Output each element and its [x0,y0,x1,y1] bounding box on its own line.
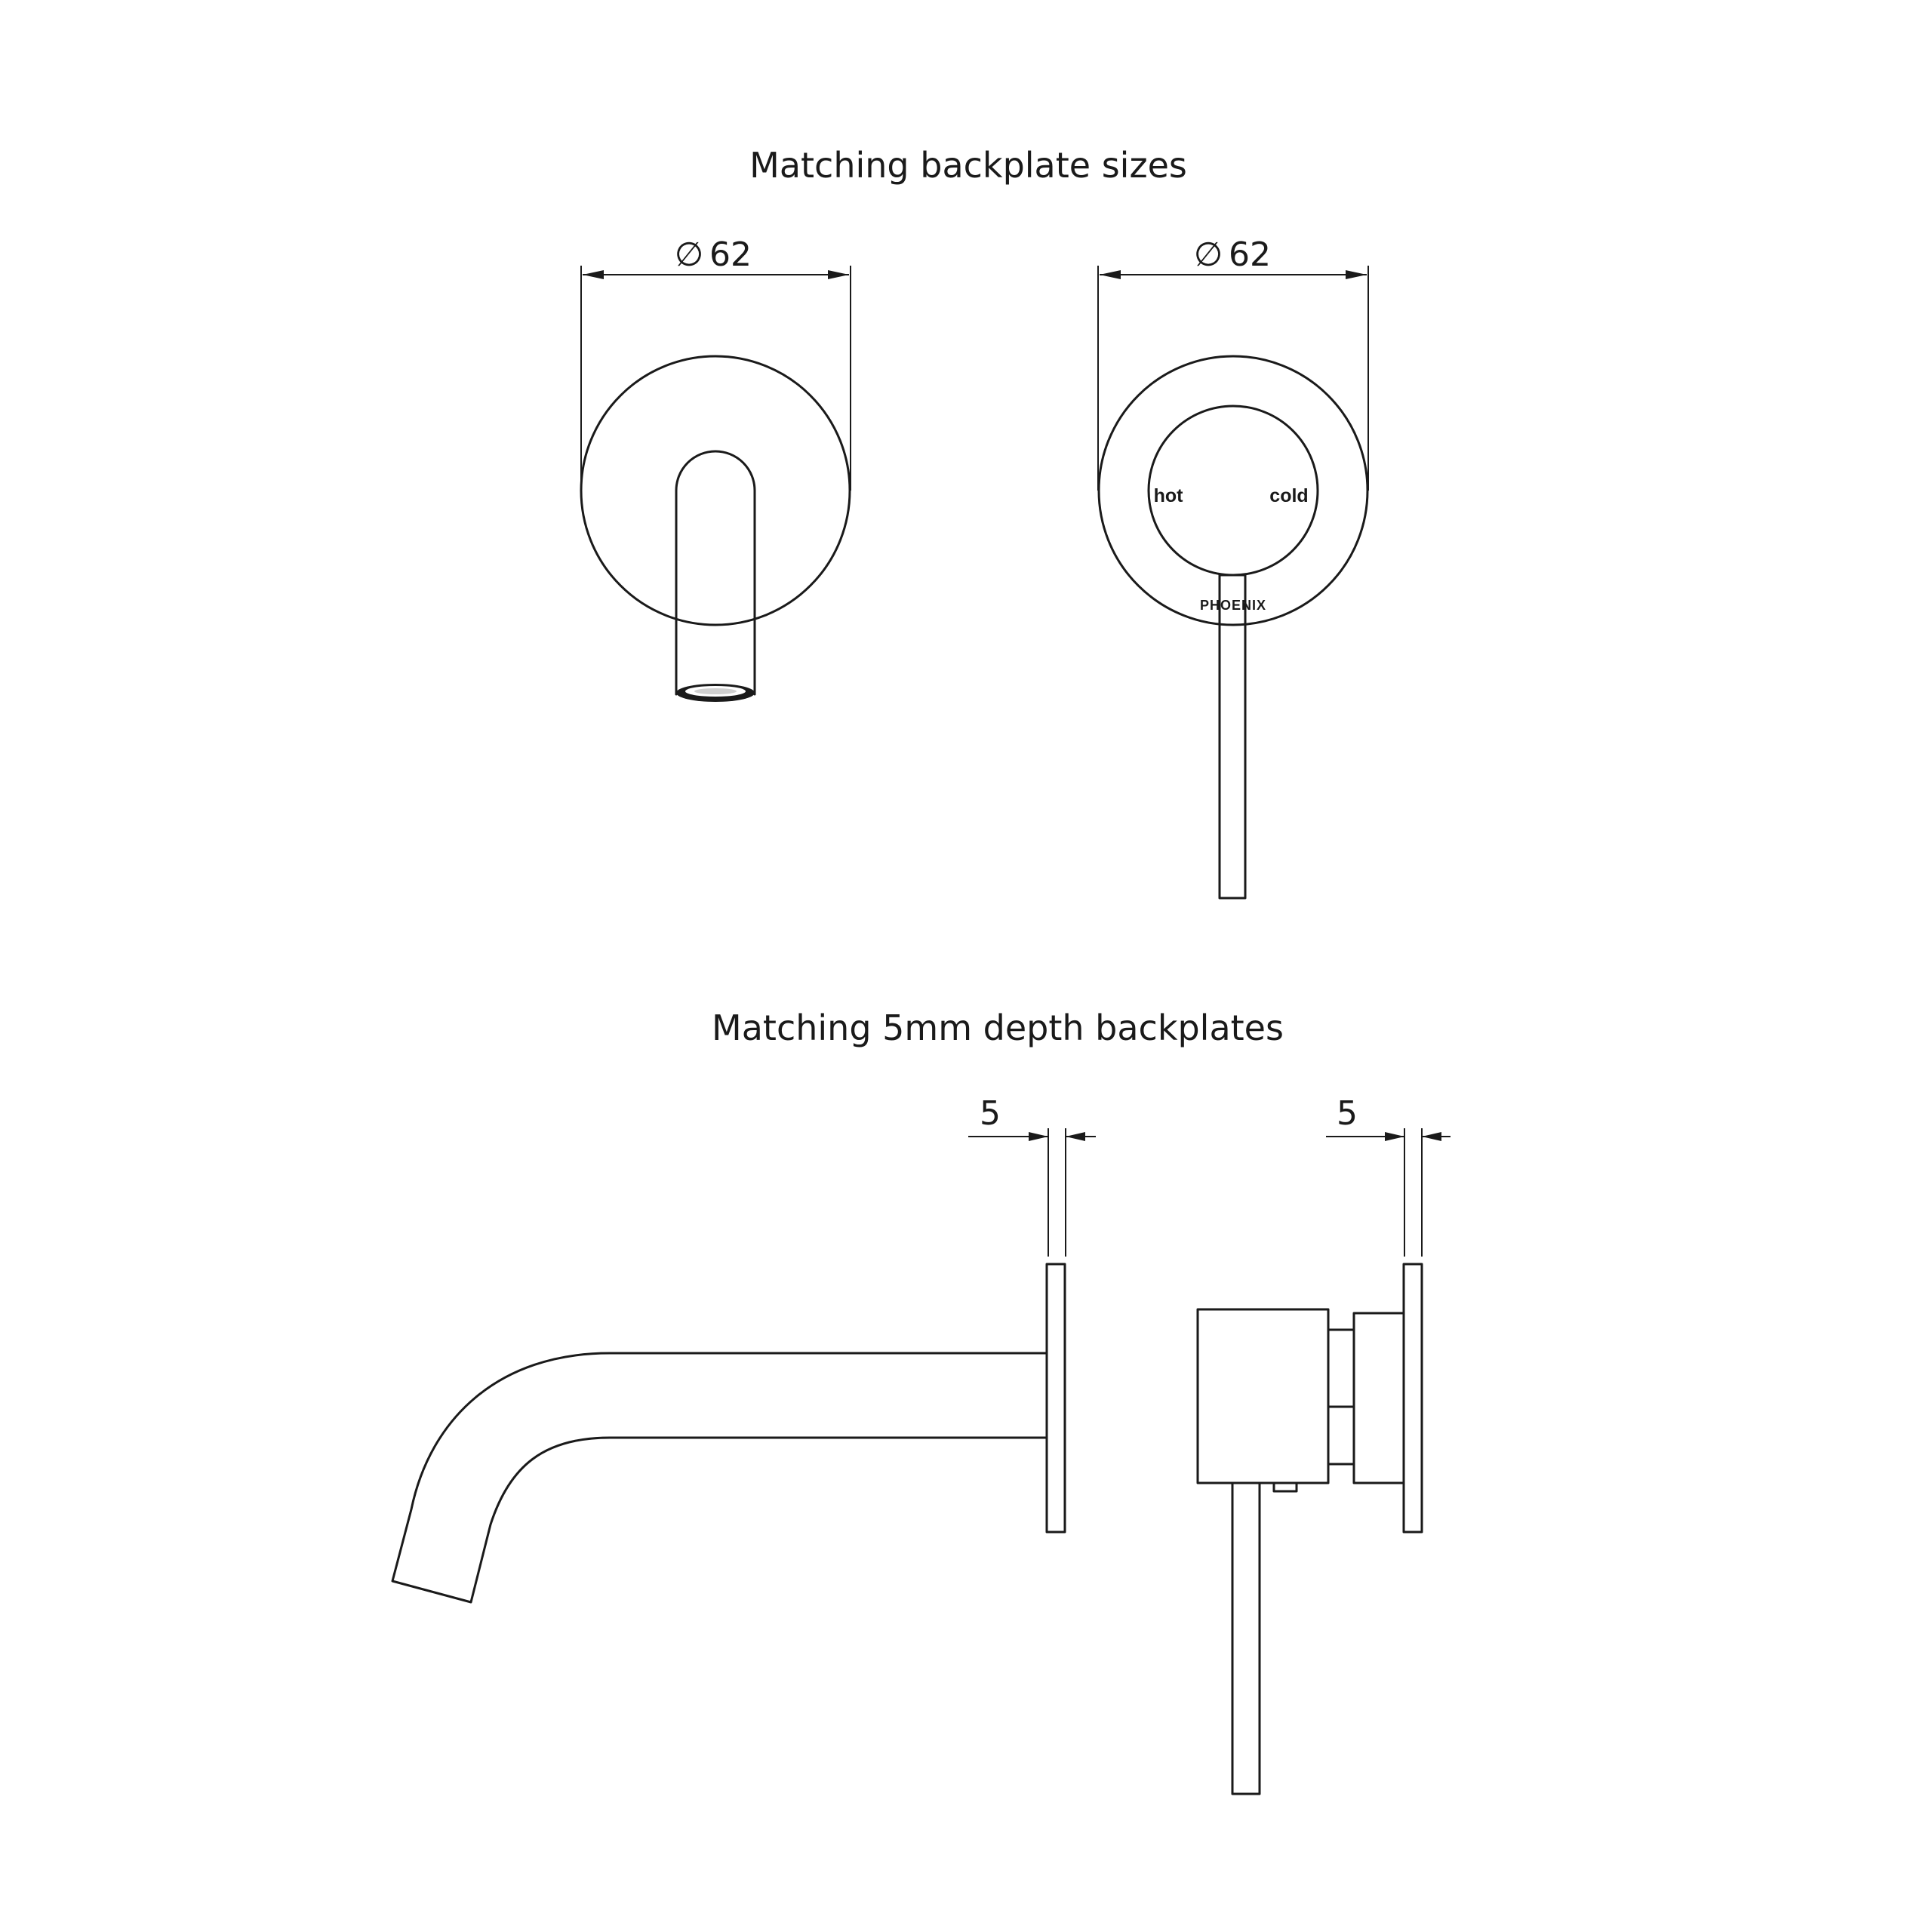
heading-backplate-sizes: Matching backplate sizes [749,145,1187,186]
spout-side-backplate [1045,1263,1066,1534]
mixer-depth-dimension: 5 [1326,1094,1451,1257]
brand-label: PHOENIX [1200,598,1266,613]
mixer-diameter-value: 62 [1229,235,1271,274]
mixer-side-screw [1272,1481,1298,1493]
cold-label: cold [1269,485,1308,506]
spout-outlet [675,684,756,702]
mixer-backplate [1097,355,1369,626]
mixer-depth-value: 5 [1337,1094,1358,1133]
mixer-side-backplate [1402,1263,1423,1534]
mixer-front-view: ∅ 62 hot cold PHOENIX [1097,235,1369,900]
heading-backplate-depth: Matching 5mm depth backplates [712,1008,1284,1048]
spout-depth-dimension: 5 [968,1094,1096,1257]
spout-backplate [580,355,851,626]
mixer-side-spindle-upper [1327,1328,1355,1408]
mixer-side-cap [1352,1312,1405,1484]
spout-diameter-symbol: ∅ [675,235,703,274]
spout-front-view: ∅ 62 [580,235,851,702]
mixer-side-handle-body [1196,1308,1330,1484]
mixer-side-view: 5 [1196,1094,1451,1795]
spout-side-body [391,1352,1048,1604]
spout-depth-value: 5 [980,1094,1001,1133]
spout-diameter-dimension: ∅ 62 [580,235,851,491]
spout-diameter-value: 62 [709,235,752,274]
mixer-diameter-dimension: ∅ 62 [1097,235,1369,491]
spout-tube [675,450,756,696]
mixer-side-spindle-lower [1327,1405,1355,1466]
mixer-side-lever [1231,1481,1261,1795]
hot-label: hot [1154,485,1184,506]
mixer-diameter-symbol: ∅ [1194,235,1223,274]
spout-side-view: 5 [391,1094,1096,1604]
mixer-lever [1218,574,1247,900]
